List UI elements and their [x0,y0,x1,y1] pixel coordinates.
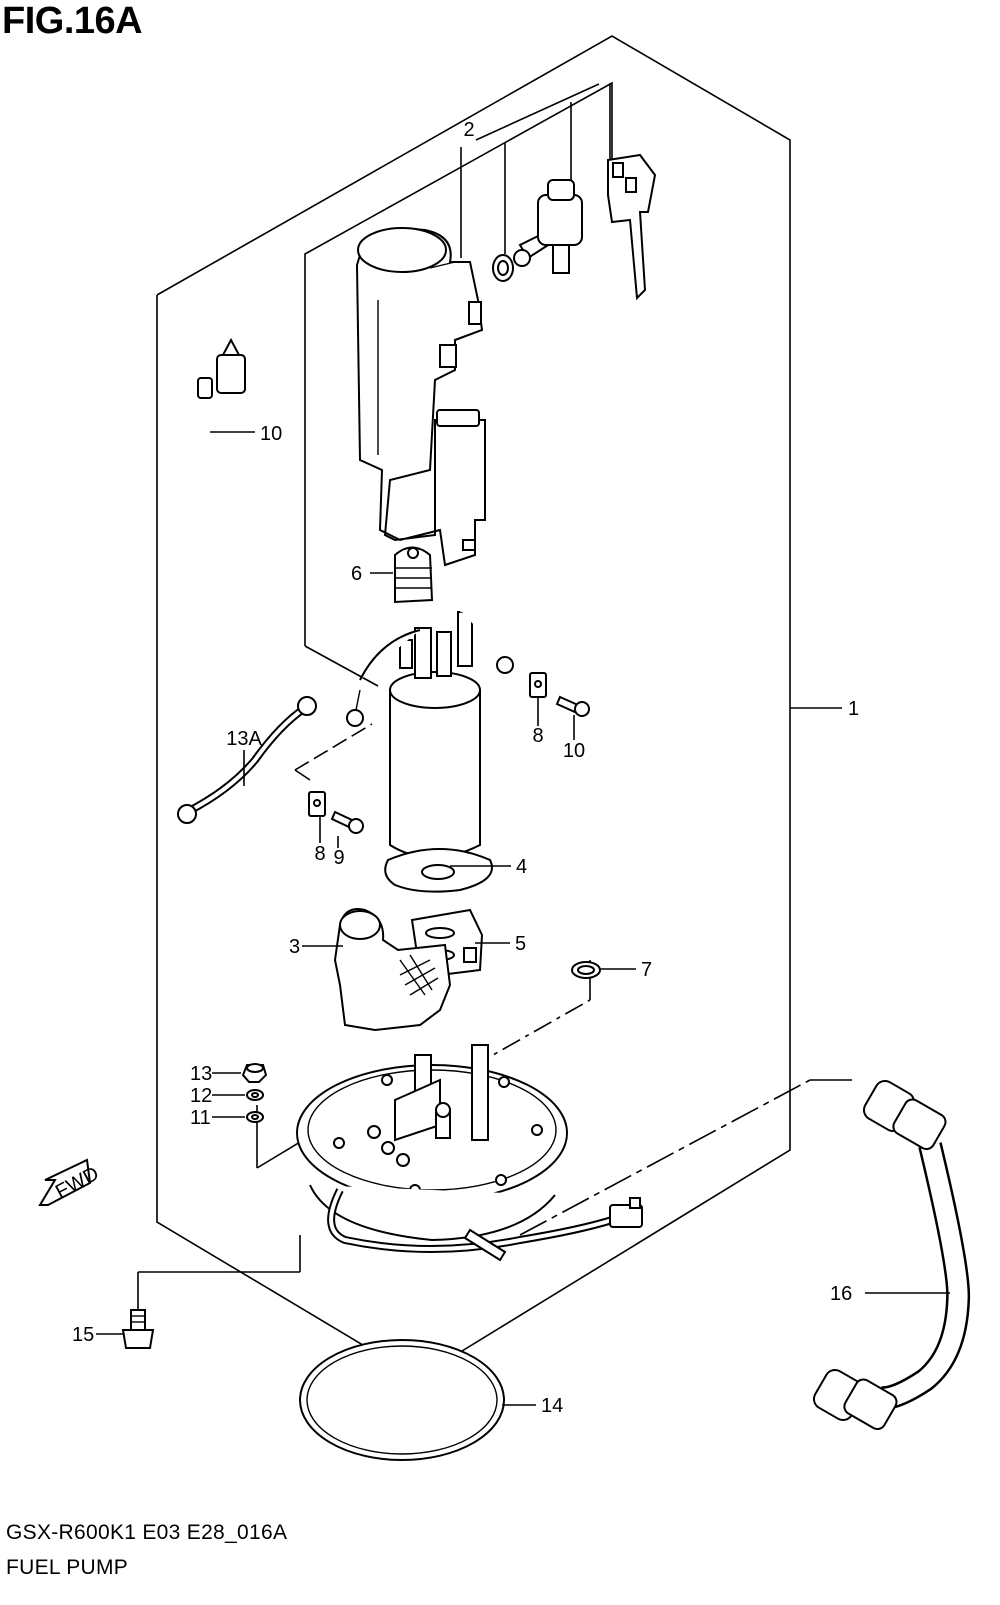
callout-numbers: 1 2 3 4 5 6 7 8 8 9 10 10 11 12 13 13A 1… [72,119,859,1417]
callout-8-lower: 8 [314,843,325,865]
callout-2: 2 [463,119,474,141]
ground-wire-part [177,696,317,824]
fwd-arrow-icon: FWD [38,1158,103,1206]
bolt-part [121,1309,155,1349]
callout-11: 11 [190,1107,211,1129]
filter-part [394,546,434,604]
fuel-hose-part [812,1079,971,1431]
callout-13a: 13A [226,728,262,750]
damper-ring-part [384,848,493,893]
callout-5: 5 [515,933,526,955]
pressure-clip-part [607,153,657,301]
callout-10-lower: 10 [563,740,585,762]
callout-1: 1 [848,698,859,720]
filter-housing-part [333,908,452,1032]
callout-7: 7 [641,959,652,981]
callout-3: 3 [289,936,300,958]
callout-10-upper: 10 [260,423,282,445]
callout-6: 6 [351,563,362,585]
figure-title: FIG.16A [2,0,143,42]
leader-lines-top [460,83,611,258]
tank-gasket-part [299,1339,505,1461]
pressure-regulator-part [492,179,583,282]
pump-motor-part [389,611,481,859]
small-oring-part [571,961,601,979]
callout-12: 12 [190,1085,212,1107]
callout-leaders [96,431,950,1406]
callout-15: 15 [72,1324,94,1346]
model-code: GSX-R600K1 E03 E28_016A [6,1521,288,1544]
vent-tube-part [197,297,266,652]
callout-8-upper: 8 [532,725,543,747]
callout-14: 14 [541,1395,563,1417]
section-name: FUEL PUMP [6,1556,129,1579]
nut-washer-parts [241,1063,268,1123]
subassembly-boundary [304,81,613,687]
callout-16: 16 [830,1283,852,1305]
pump-housing-part [355,227,486,567]
callout-13: 13 [190,1063,212,1085]
lower-harness [327,1188,643,1262]
callout-9: 9 [333,847,344,869]
assembly-boundary [156,35,791,1379]
callout-4: 4 [516,856,527,878]
pump-base-plate-part [296,1044,568,1242]
pump-wiring [346,573,553,727]
